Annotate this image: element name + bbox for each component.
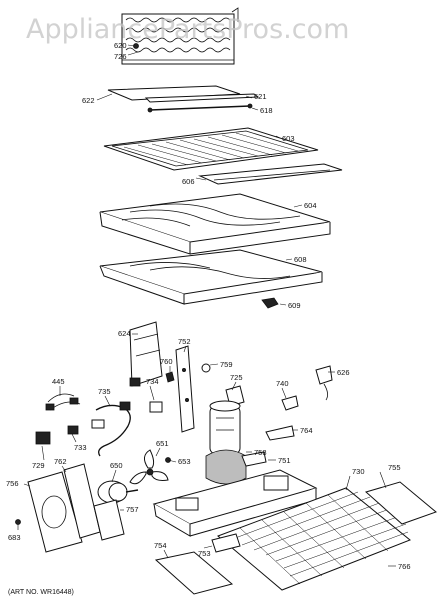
label-730: 730 bbox=[352, 467, 365, 476]
label-764: 764 bbox=[300, 426, 313, 435]
label-626: 626 bbox=[337, 368, 350, 377]
label-609: 609 bbox=[288, 301, 301, 310]
part-labels: 620 726 622 621 618 603 606 604 608 609 … bbox=[6, 41, 411, 571]
label-757: 757 bbox=[126, 505, 139, 514]
part-733-shape bbox=[67, 425, 79, 435]
part-757-shape bbox=[93, 499, 125, 541]
label-759: 759 bbox=[220, 360, 233, 369]
part-764-shape bbox=[265, 425, 295, 441]
part-445-shape bbox=[45, 393, 81, 411]
label-729: 729 bbox=[32, 461, 45, 470]
part-604-shape bbox=[99, 193, 331, 255]
part-756-shape bbox=[27, 471, 83, 553]
label-624: 624 bbox=[118, 329, 131, 338]
label-754: 754 bbox=[154, 541, 167, 550]
part-753-shape bbox=[211, 533, 241, 553]
part-759-shape bbox=[201, 363, 211, 373]
part-683-shape bbox=[15, 519, 21, 525]
label-725: 725 bbox=[230, 373, 243, 382]
part-622-shape bbox=[107, 85, 241, 101]
label-740: 740 bbox=[276, 379, 289, 388]
part-760-shape bbox=[165, 371, 175, 383]
part-752-shape bbox=[175, 345, 195, 433]
part-608-shape bbox=[99, 249, 323, 305]
part-626-shape bbox=[315, 365, 333, 401]
part-606-shape bbox=[198, 163, 343, 185]
part-730-shape bbox=[217, 487, 411, 591]
label-603: 603 bbox=[282, 134, 295, 143]
label-760: 760 bbox=[160, 357, 173, 366]
part-729-shape bbox=[35, 431, 51, 445]
evaporator-assembly bbox=[121, 7, 239, 65]
part-624-shape bbox=[129, 321, 163, 387]
watermark-text: AppliancePartsPros.com bbox=[26, 14, 349, 45]
art-number: (ART NO. WR16448) bbox=[8, 589, 74, 596]
part-755-shape bbox=[364, 481, 437, 525]
label-683: 683 bbox=[8, 533, 21, 542]
label-766: 766 bbox=[398, 562, 411, 571]
part-734-shape bbox=[149, 401, 163, 413]
label-726: 726 bbox=[114, 52, 127, 61]
label-752: 752 bbox=[178, 337, 191, 346]
part-618-shape bbox=[149, 105, 251, 111]
part-650-shape bbox=[97, 480, 139, 504]
label-653: 653 bbox=[178, 457, 191, 466]
label-735: 735 bbox=[98, 387, 111, 396]
label-608: 608 bbox=[294, 255, 307, 264]
label-622: 622 bbox=[82, 96, 95, 105]
part-621-shape bbox=[144, 93, 260, 103]
label-733: 733 bbox=[74, 443, 87, 452]
label-751: 751 bbox=[278, 456, 291, 465]
label-620: 620 bbox=[114, 41, 127, 50]
label-604: 604 bbox=[304, 201, 317, 210]
label-621: 621 bbox=[254, 92, 267, 101]
part-754-shape bbox=[154, 551, 234, 595]
label-734: 734 bbox=[146, 377, 159, 386]
compressor-motor-shape bbox=[205, 400, 247, 485]
label-651: 651 bbox=[156, 439, 169, 448]
label-755: 755 bbox=[388, 463, 401, 472]
label-762: 762 bbox=[54, 457, 67, 466]
label-753: 753 bbox=[198, 549, 211, 558]
part-651-shape bbox=[129, 449, 169, 485]
label-650: 650 bbox=[110, 461, 123, 470]
label-445: 445 bbox=[52, 377, 65, 386]
part-603-shape bbox=[103, 127, 319, 171]
part-740-shape bbox=[281, 395, 299, 411]
part-735-shape bbox=[91, 401, 131, 457]
label-606: 606 bbox=[182, 177, 195, 186]
label-756: 756 bbox=[6, 479, 19, 488]
leader-lines bbox=[17, 44, 396, 567]
label-618: 618 bbox=[260, 106, 273, 115]
label-758: 758 bbox=[254, 448, 267, 457]
part-758-shape bbox=[241, 451, 267, 467]
part-609-shape bbox=[261, 297, 279, 309]
